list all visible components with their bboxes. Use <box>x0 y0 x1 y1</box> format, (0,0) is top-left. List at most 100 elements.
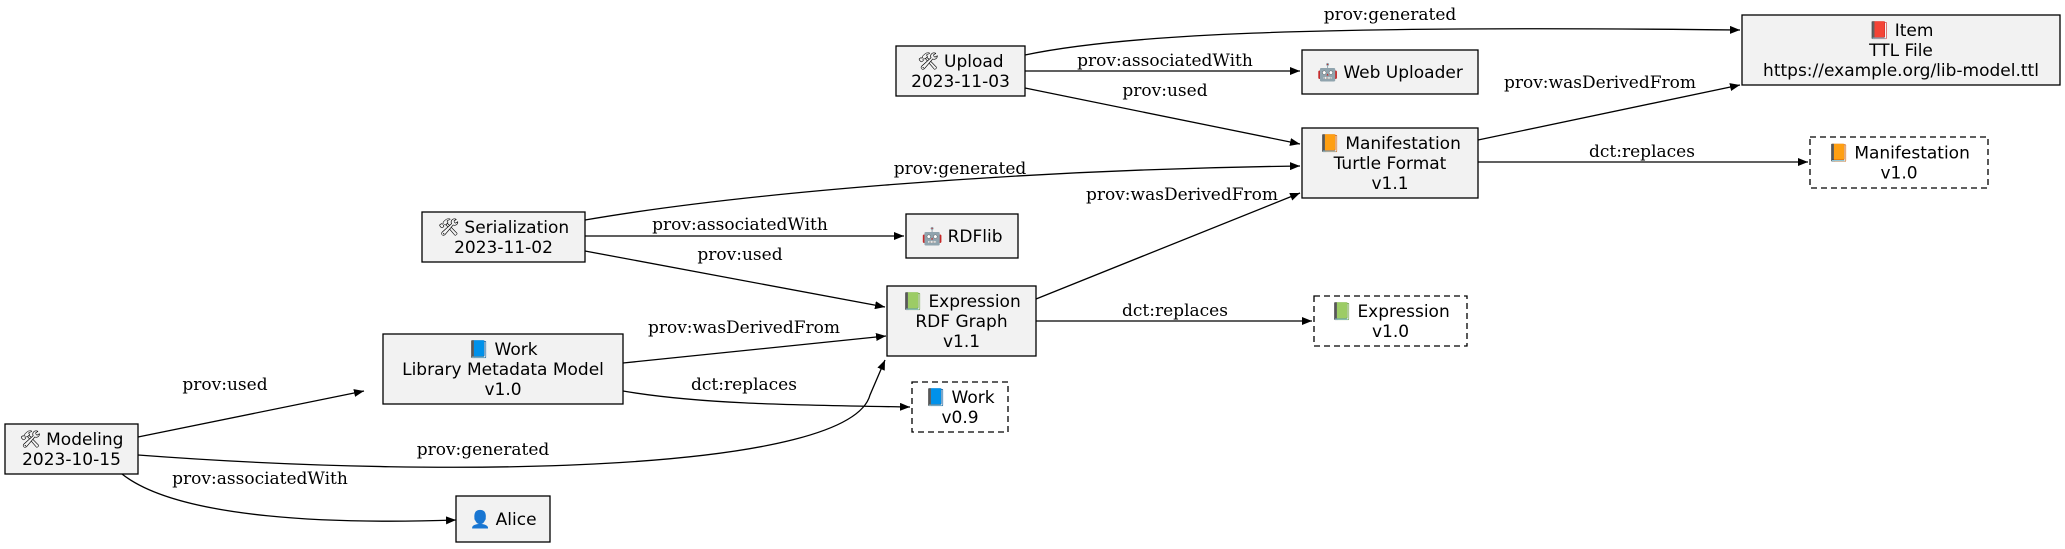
edge-label: dct:replaces <box>1122 301 1228 321</box>
node-box <box>4 423 139 475</box>
edge-line <box>1024 25 1741 56</box>
blue-book-icon: 📘 <box>925 388 946 408</box>
node-rdflib[interactable]: 🤖 RDFlib <box>905 213 1019 259</box>
node-line: 2023-11-02 <box>454 238 553 258</box>
node-title-text: Upload <box>944 52 1004 72</box>
node-title: 📗Expression <box>1331 302 1449 322</box>
node-title-text: RDFlib <box>948 227 1003 247</box>
edge-upload-to-web_uploader: prov:associatedWith <box>1025 51 1300 75</box>
node-web-uploader[interactable]: 🤖Web Uploader <box>1301 49 1479 95</box>
edge-expression-to-manifestation: prov:wasDerivedFrom <box>1035 185 1301 300</box>
edge-label: prov:used <box>697 245 782 265</box>
node-title-text: Manifestation <box>1854 144 1970 164</box>
edges-layer: prov:used prov:generated prov:associatedWi… <box>121 5 1808 525</box>
edge-label: prov:associatedWith <box>1077 51 1253 71</box>
node-alice[interactable]: 👤 Alice <box>455 495 551 543</box>
edge-manifestation-to-manifestation_old: dct:replaces <box>1478 142 1808 166</box>
edge-serialization-to-expression: prov:used <box>584 245 886 310</box>
node-box <box>1741 14 2061 86</box>
edge-manifestation-to-item: prov:wasDerivedFrom <box>1477 73 1741 141</box>
node-title-text: Expression <box>1357 302 1449 322</box>
node-title-text: Manifestation <box>1345 134 1461 154</box>
node-box <box>455 495 551 543</box>
edge-line <box>1477 83 1741 141</box>
edge-line <box>584 250 886 310</box>
edge-label: prov:generated <box>1324 5 1457 25</box>
node-line: TTL File <box>1868 41 1933 61</box>
node-line: v1.0 <box>484 380 521 400</box>
node-box <box>1809 136 1989 189</box>
edge-line <box>584 162 1301 221</box>
hammer-wrench-icon: 🛠 <box>20 430 42 450</box>
node-box <box>911 381 1009 433</box>
hammer-wrench-icon: 🛠 <box>438 218 460 238</box>
edge-serialization-to-rdflib: prov:associatedWith <box>585 215 904 240</box>
edge-label: dct:replaces <box>691 375 797 395</box>
edge-line <box>1024 87 1301 146</box>
robot-icon: 🤖 <box>921 226 942 247</box>
node-box <box>886 285 1037 357</box>
edge-label: prov:generated <box>894 159 1027 179</box>
node-title-text: Alice <box>496 510 537 530</box>
node-line: https://example.org/lib-model.ttl <box>1763 61 2039 81</box>
green-book-icon: 📗 <box>902 292 923 312</box>
node-title: 👤 Alice <box>469 509 536 530</box>
node-line: 2023-11-03 <box>911 72 1010 92</box>
edge-line <box>622 390 911 411</box>
node-box <box>905 213 1019 259</box>
edge-work-to-work_old: dct:replaces <box>622 375 911 411</box>
node-title: 📕Item <box>1869 21 1934 41</box>
blue-book-icon: 📘 <box>468 340 489 360</box>
node-box <box>1313 295 1468 347</box>
node-box <box>1301 49 1479 95</box>
person-icon: 👤 <box>469 509 490 530</box>
node-title-text: Item <box>1895 21 1934 41</box>
edge-expression-to-expression_old: dct:replaces <box>1036 301 1312 325</box>
edge-line <box>1035 192 1301 300</box>
node-line: v1.0 <box>1880 164 1917 184</box>
node-box <box>382 333 624 405</box>
node-title-text: Work <box>952 388 995 408</box>
edge-line <box>121 473 457 525</box>
edge-label: prov:used <box>1122 81 1207 101</box>
edge-modeling-to-expression: prov:generated <box>137 359 886 468</box>
edge-line <box>137 389 365 438</box>
node-line: RDF Graph <box>915 312 1007 332</box>
red-book-icon: 📕 <box>1869 21 1890 41</box>
edge-serialization-to-manifestation: prov:generated <box>584 159 1301 221</box>
node-line: v1.1 <box>1371 174 1408 194</box>
node-title: 🛠Serialization <box>438 218 569 238</box>
node-line: Library Metadata Model <box>402 360 604 380</box>
green-book-icon: 📗 <box>1331 302 1352 322</box>
edge-label: prov:associatedWith <box>652 215 828 235</box>
node-title-text: Work <box>495 340 538 360</box>
node-box <box>421 211 586 263</box>
edge-label: prov:wasDerivedFrom <box>1504 73 1696 93</box>
node-title: 📘 Work <box>468 340 537 360</box>
node-line: Turtle Format <box>1333 154 1447 174</box>
edge-label: prov:wasDerivedFrom <box>648 318 840 338</box>
node-box <box>1301 127 1479 199</box>
edge-work-to-expression: prov:wasDerivedFrom <box>622 318 887 364</box>
edge-upload-to-manifestation: prov:used <box>1024 81 1301 146</box>
node-line: v0.9 <box>941 408 978 428</box>
edge-label: dct:replaces <box>1589 142 1695 162</box>
edge-line <box>622 333 887 364</box>
node-title: 📗Expression <box>902 292 1020 312</box>
node-title: 🤖 RDFlib <box>921 226 1002 247</box>
node-line: v1.1 <box>943 332 980 352</box>
node-title-text: Serialization <box>464 218 569 238</box>
robot-icon: 🤖 <box>1317 62 1338 83</box>
node-title-text: Web Uploader <box>1343 63 1462 83</box>
